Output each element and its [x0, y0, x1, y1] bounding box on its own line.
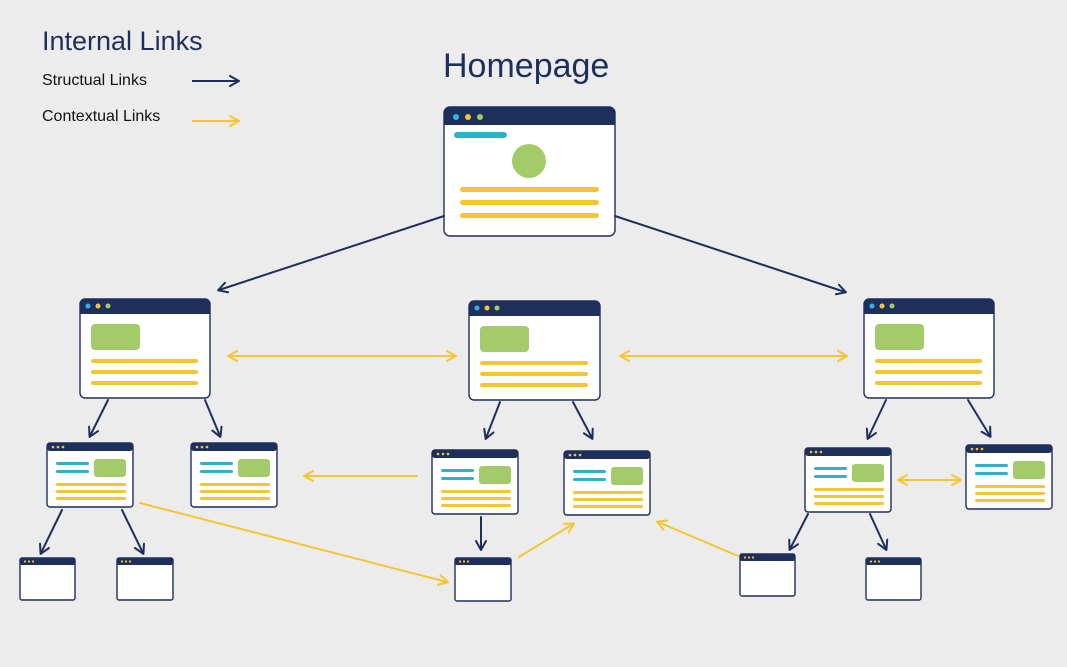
category-window-left	[79, 298, 211, 399]
contextual-links	[139, 350, 962, 586]
subpage-window-1	[46, 442, 134, 508]
subpage-window-3	[431, 449, 519, 515]
subpage-window-6	[965, 444, 1053, 510]
leaf-window-4	[739, 553, 796, 597]
leaf-window-3	[454, 557, 512, 602]
legend-contextual-label: Contextual Links	[42, 108, 161, 125]
subpage-window-4	[563, 450, 651, 516]
category-window-middle	[468, 300, 601, 401]
leaf-window-2	[116, 557, 174, 601]
legend-title: Internal Links	[42, 26, 203, 56]
legend-structural-label: Structual Links	[42, 72, 147, 89]
structural-links	[39, 215, 992, 555]
leaf-window-1	[19, 557, 76, 601]
homepage-window	[443, 106, 616, 237]
subpage-window-5	[804, 447, 892, 513]
category-window-right	[863, 298, 995, 399]
homepage-title: Homepage	[443, 47, 610, 85]
leaf-window-5	[865, 557, 922, 601]
subpage-window-2	[190, 442, 278, 508]
